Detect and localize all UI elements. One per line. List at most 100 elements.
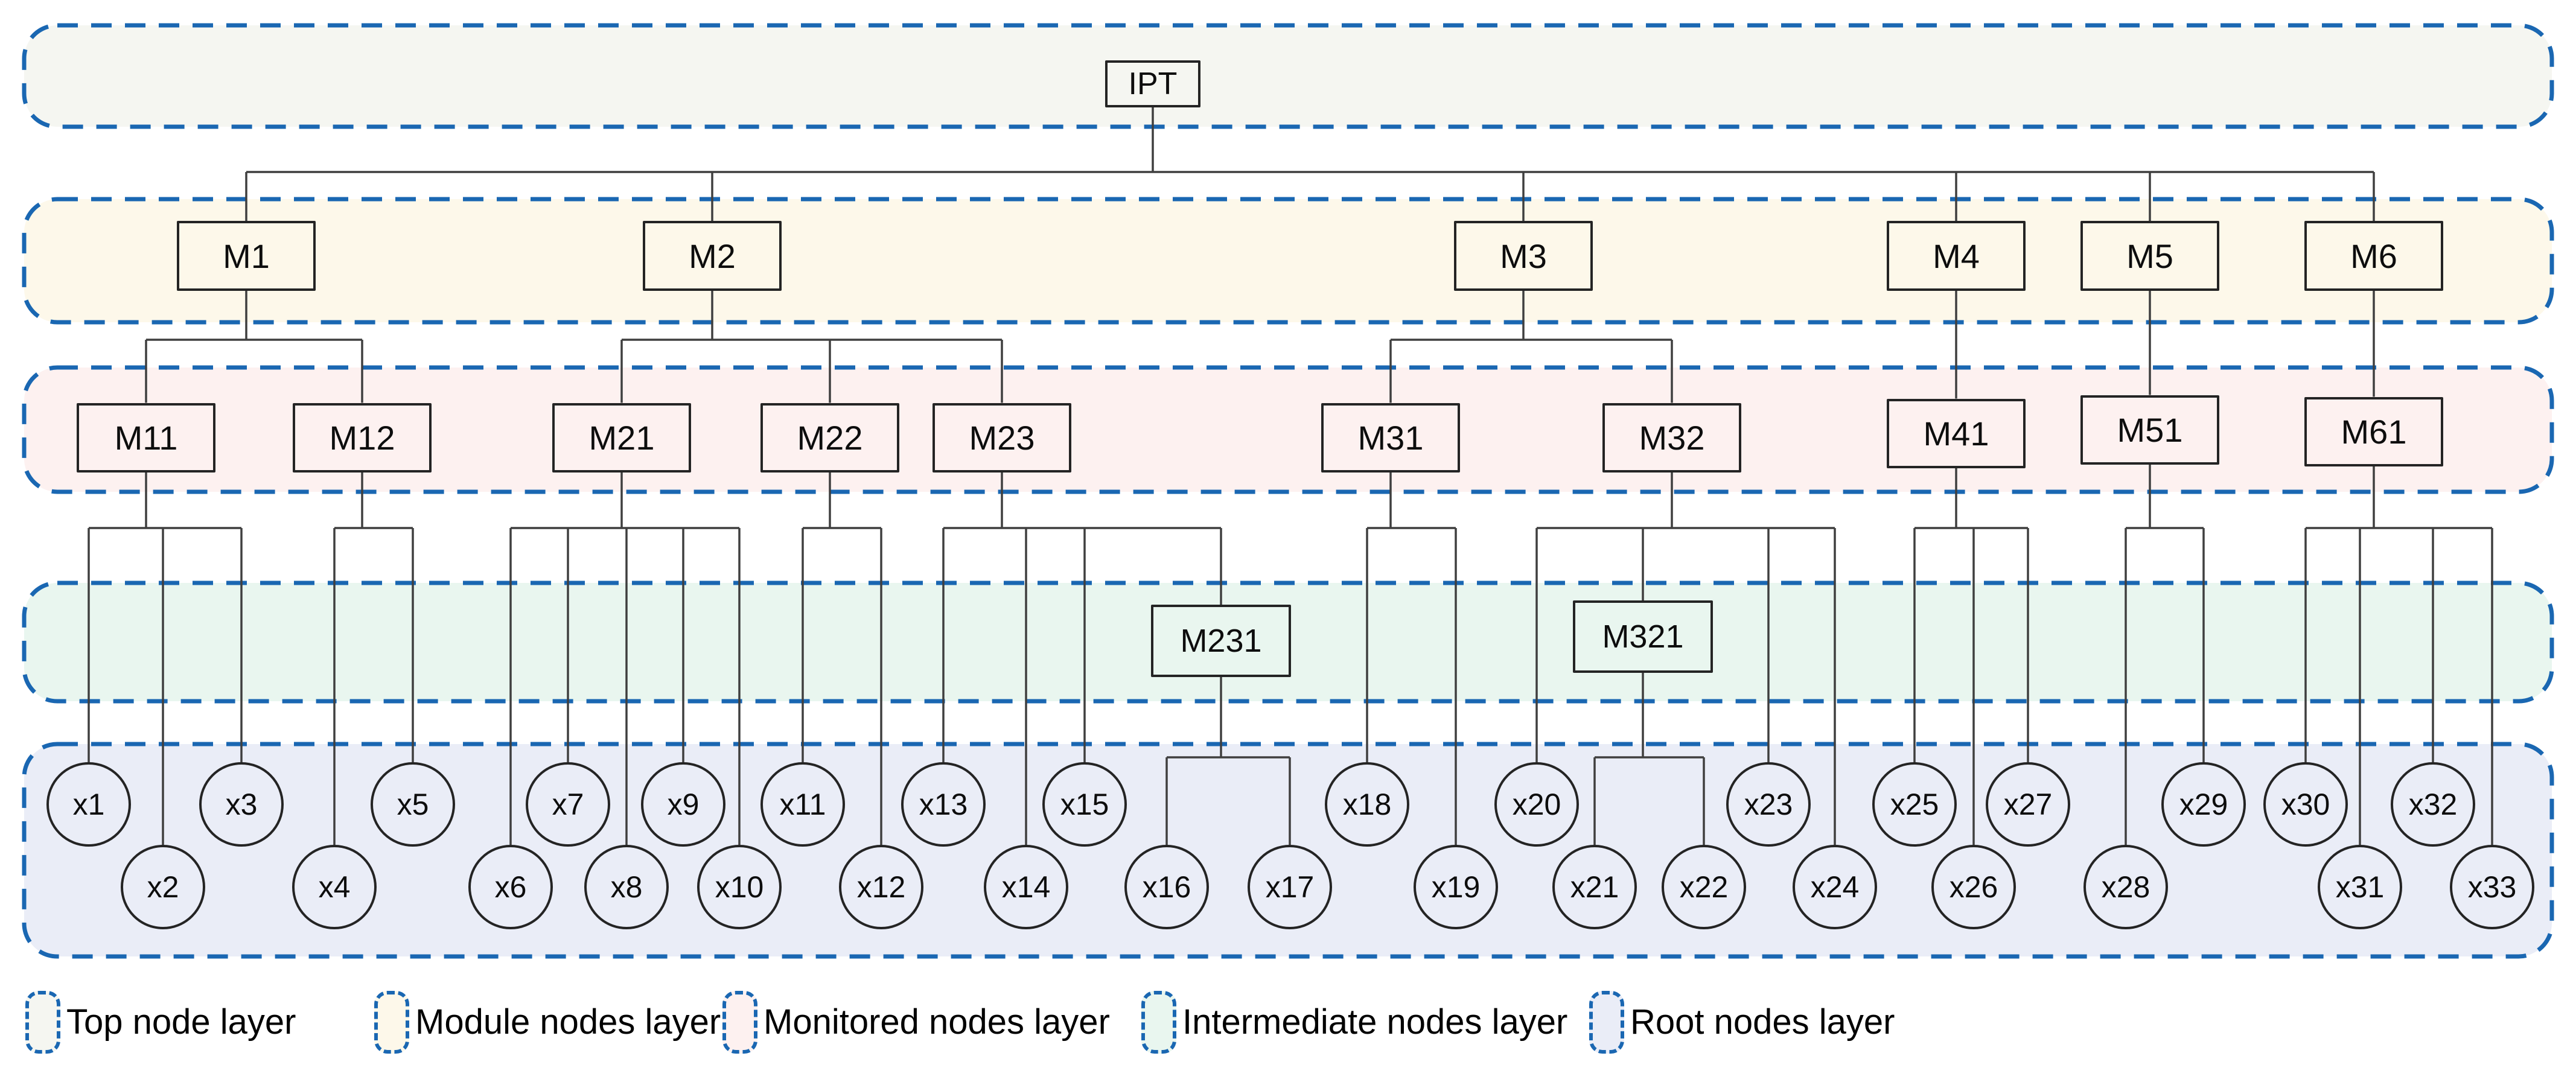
node-M5: M5 <box>2080 221 2219 291</box>
node-label: x9 <box>667 788 700 821</box>
node-label: M61 <box>2341 412 2407 451</box>
node-M23: M23 <box>933 402 1071 472</box>
edge-M11 <box>88 472 243 845</box>
node-label: M41 <box>1923 414 1989 453</box>
node-x22: x22 <box>1662 845 1746 929</box>
node-M2: M2 <box>643 221 782 291</box>
node-label: M2 <box>689 237 736 275</box>
node-label: M1 <box>223 237 270 275</box>
node-label: M6 <box>2350 237 2397 275</box>
edge-M32 <box>1535 472 1836 845</box>
node-label: x32 <box>2408 788 2458 821</box>
node-label: x27 <box>2003 788 2053 821</box>
legend-chip-module <box>374 991 409 1054</box>
legend-item-root: Root nodes layer <box>1589 991 1895 1054</box>
node-M321: M321 <box>1573 600 1713 673</box>
node-x29: x29 <box>2161 762 2246 847</box>
node-label: x3 <box>225 788 258 821</box>
node-M3: M3 <box>1454 221 1593 291</box>
legend-chip-root <box>1589 991 1624 1054</box>
node-x1: x1 <box>46 762 131 847</box>
node-label: x19 <box>1431 870 1481 904</box>
node-label: x22 <box>1679 870 1729 904</box>
node-label: x6 <box>494 870 527 904</box>
node-M1: M1 <box>177 221 316 291</box>
node-x9: x9 <box>641 762 725 847</box>
node-x24: x24 <box>1793 845 1877 929</box>
edge-M1 <box>145 291 363 403</box>
node-label: M4 <box>1933 237 1980 275</box>
legend-item-intermediate: Intermediate nodes layer <box>1141 991 1567 1054</box>
node-x30: x30 <box>2263 762 2348 847</box>
node-x25: x25 <box>1872 762 1957 847</box>
node-M6: M6 <box>2304 221 2443 291</box>
node-label: x5 <box>397 788 429 821</box>
legend-chip-intermediate <box>1141 991 1176 1054</box>
node-M61: M61 <box>2304 396 2443 466</box>
node-label: M12 <box>329 418 395 457</box>
node-label: M32 <box>1639 418 1705 457</box>
layer-band-top <box>22 23 2554 129</box>
node-x32: x32 <box>2391 762 2475 847</box>
node-x14: x14 <box>984 845 1068 929</box>
node-x27: x27 <box>1986 762 2070 847</box>
legend-label-intermediate: Intermediate nodes layer <box>1182 1002 1568 1042</box>
node-label: x33 <box>2467 870 2517 904</box>
node-label: x20 <box>1512 788 1561 821</box>
node-x18: x18 <box>1325 762 1409 847</box>
legend-item-monitored: Monitored nodes layer <box>722 991 1110 1054</box>
node-label: M31 <box>1357 418 1424 457</box>
node-label: x16 <box>1142 870 1191 904</box>
edge-M231 <box>1165 677 1291 845</box>
legend-item-top: Top node layer <box>25 991 296 1054</box>
edge-M41 <box>1913 468 2029 845</box>
node-x31: x31 <box>2318 845 2402 929</box>
legend-chip-monitored <box>722 991 757 1054</box>
node-label: x15 <box>1060 788 1109 821</box>
edge-M61 <box>2304 466 2493 845</box>
node-M231: M231 <box>1151 605 1291 677</box>
node-label: x2 <box>147 870 179 904</box>
node-x13: x13 <box>901 762 986 847</box>
node-x5: x5 <box>371 762 455 847</box>
node-x28: x28 <box>2083 845 2168 929</box>
node-M11: M11 <box>77 402 215 472</box>
node-x12: x12 <box>839 845 923 929</box>
edge-IPT <box>245 107 2375 221</box>
node-label: x30 <box>2281 788 2330 821</box>
legend-label-module: Module nodes layer <box>415 1002 721 1042</box>
edge-M3 <box>1389 291 1673 403</box>
node-label: x13 <box>919 788 968 821</box>
edge-M2 <box>620 291 1003 403</box>
node-label: x25 <box>1890 788 1939 821</box>
node-x20: x20 <box>1494 762 1579 847</box>
node-M12: M12 <box>293 402 432 472</box>
node-label: x29 <box>2179 788 2228 821</box>
node-IPT: IPT <box>1105 60 1200 107</box>
node-x8: x8 <box>584 845 669 929</box>
edge-M321 <box>1593 673 1705 845</box>
edge-M12 <box>333 472 414 845</box>
node-M41: M41 <box>1887 398 2026 468</box>
node-label: x26 <box>1949 870 1998 904</box>
node-label: x23 <box>1744 788 1793 821</box>
node-x10: x10 <box>697 845 782 929</box>
node-label: x18 <box>1342 788 1392 821</box>
node-x19: x19 <box>1414 845 1498 929</box>
node-x2: x2 <box>121 845 205 929</box>
node-x4: x4 <box>292 845 377 929</box>
node-label: M11 <box>114 418 178 457</box>
legend-label-top: Top node layer <box>66 1002 296 1042</box>
edge-M22 <box>802 472 882 845</box>
node-x17: x17 <box>1248 845 1332 929</box>
node-label: x17 <box>1265 870 1315 904</box>
node-x7: x7 <box>526 762 610 847</box>
node-x3: x3 <box>199 762 284 847</box>
node-x33: x33 <box>2450 845 2534 929</box>
edge-M51 <box>2125 464 2205 845</box>
node-x23: x23 <box>1726 762 1811 847</box>
node-x11: x11 <box>760 762 845 847</box>
node-label: x28 <box>2101 870 2150 904</box>
